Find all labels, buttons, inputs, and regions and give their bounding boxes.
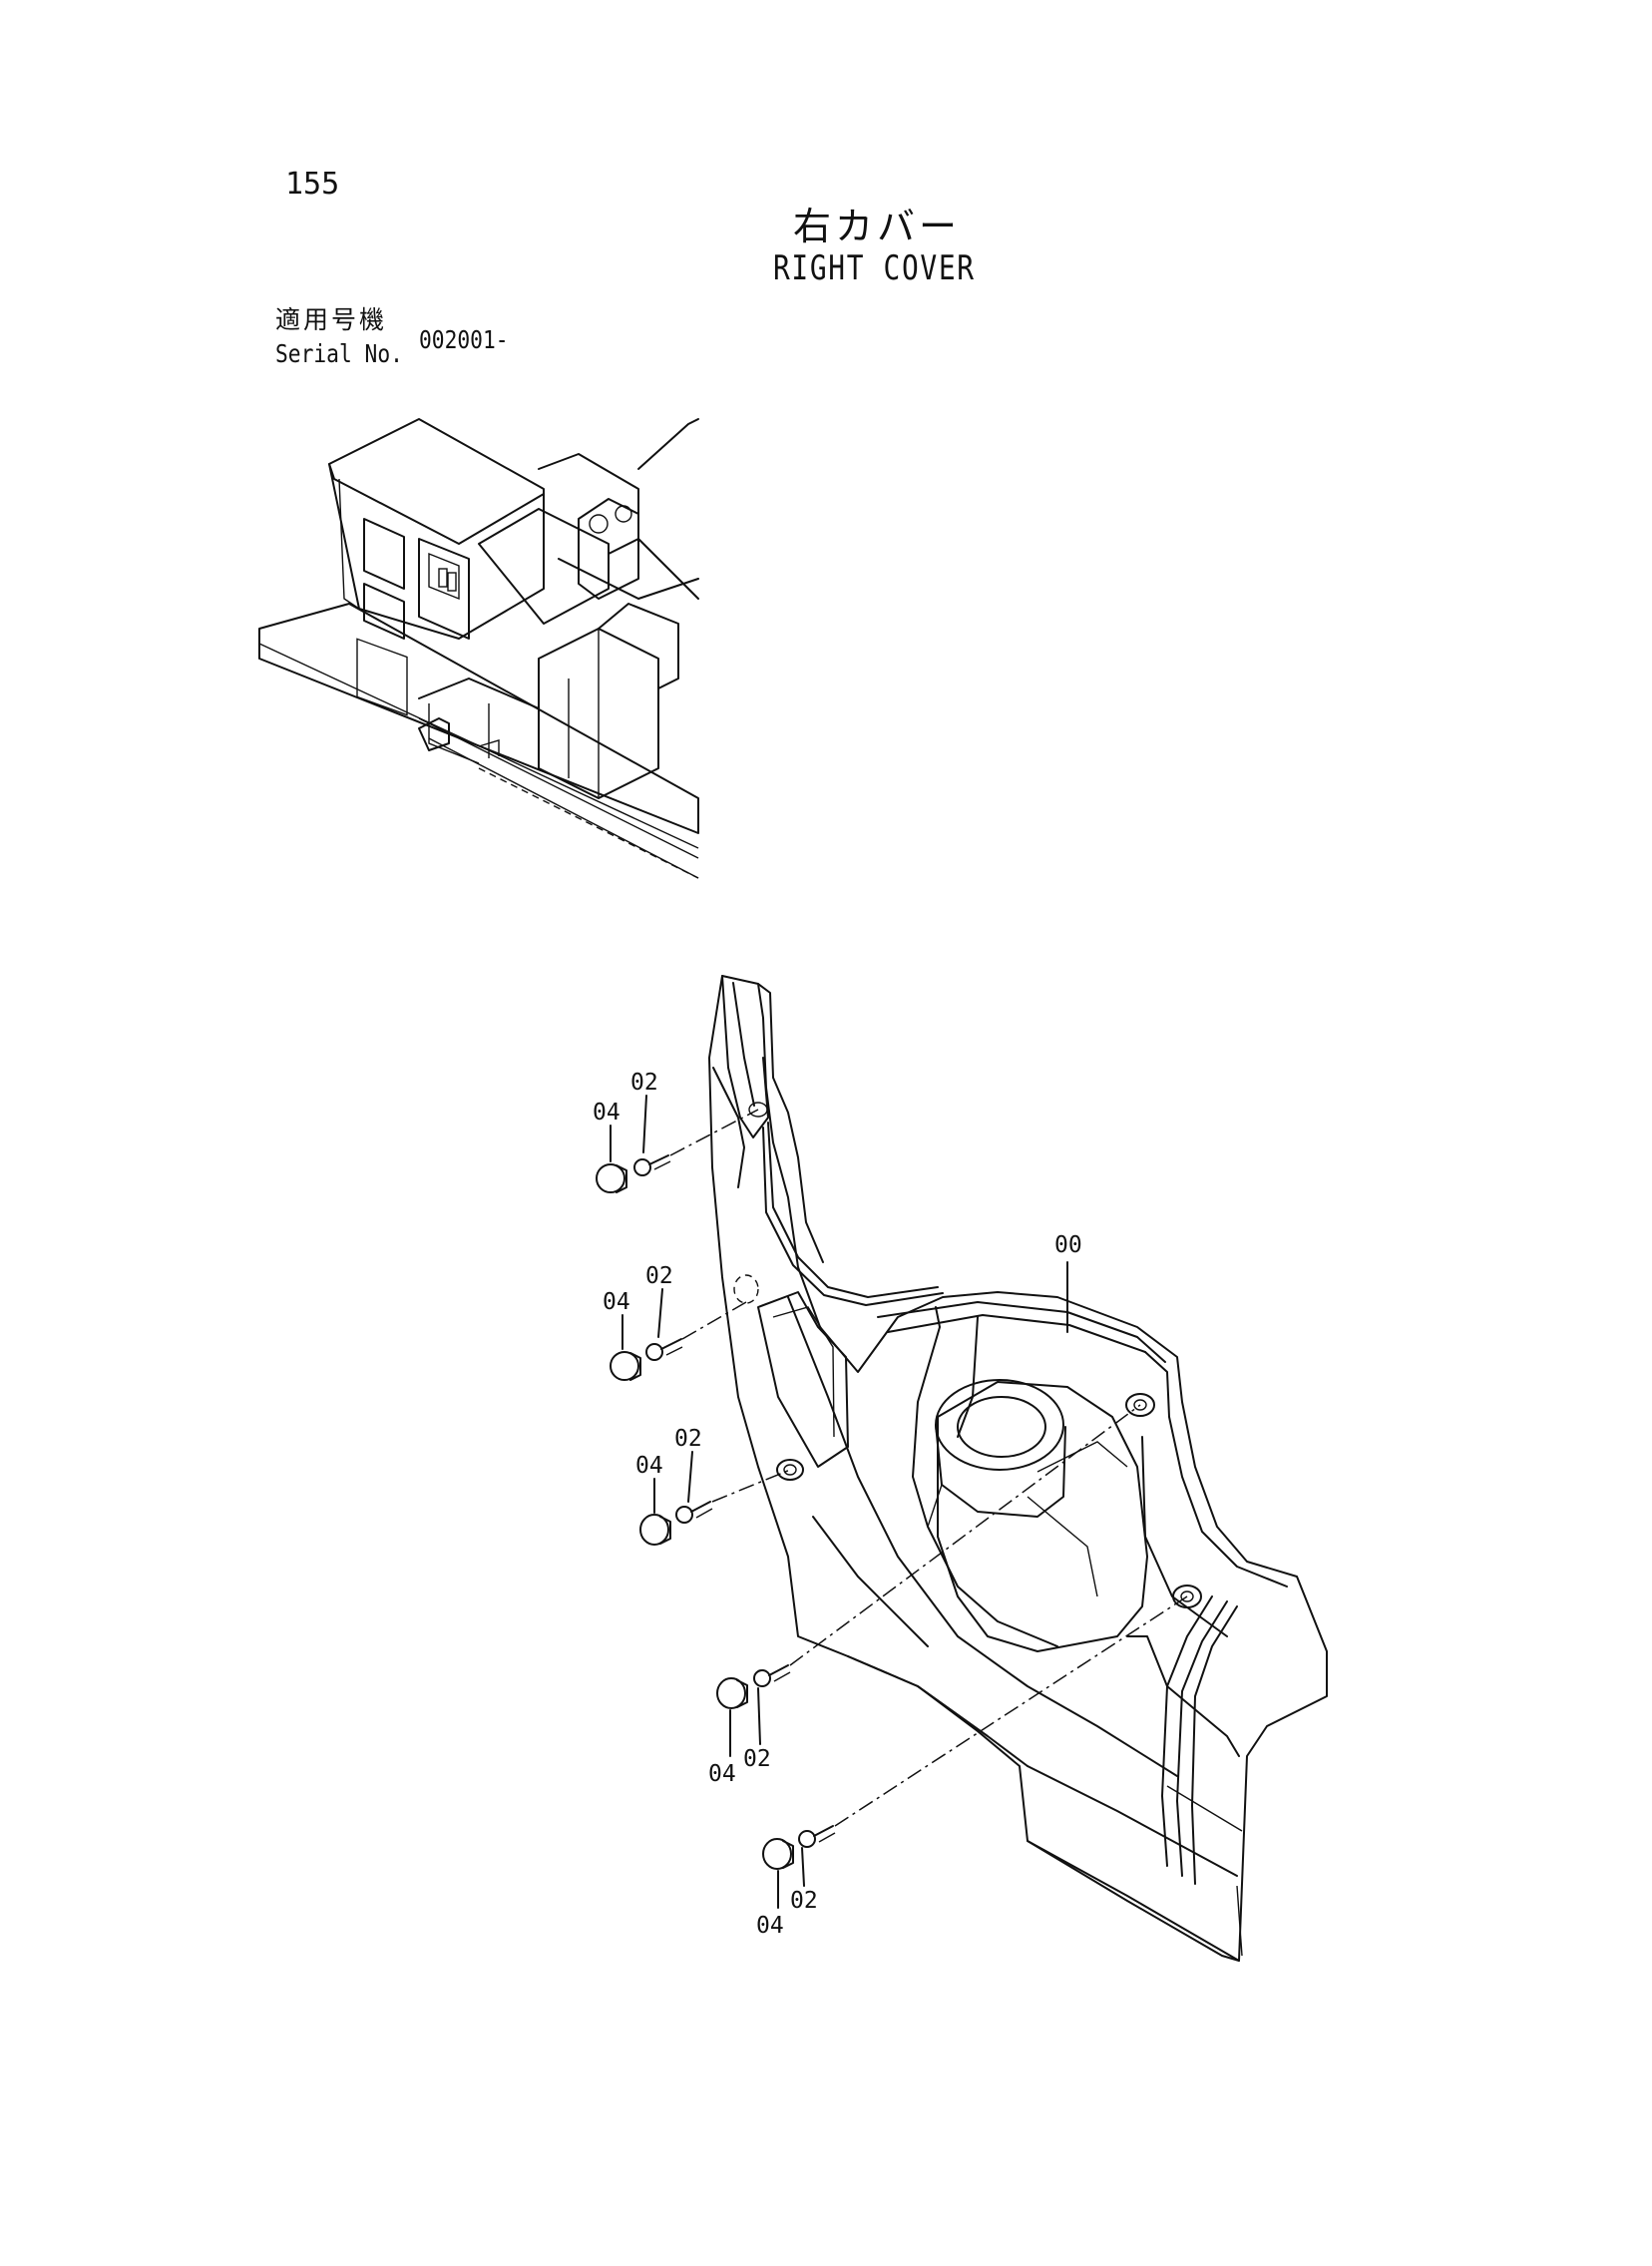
machine-location-inset <box>258 418 699 879</box>
page-title-japanese: 右カバー <box>793 205 962 248</box>
serial-label: Serial No. <box>275 339 403 368</box>
callout-04: 04 <box>708 1761 736 1787</box>
callout-04: 04 <box>593 1100 620 1126</box>
callout-02: 02 <box>645 1263 673 1289</box>
serial-label-japanese: 適用号機 <box>275 305 388 334</box>
fastener-set-4 <box>716 1404 1141 1757</box>
callout-04: 04 <box>635 1453 663 1479</box>
callout-04: 04 <box>603 1289 630 1315</box>
fastener-set-1 <box>596 1095 759 1193</box>
fastener-set-2 <box>610 1288 747 1381</box>
callout-labels: 00 02 04 02 04 02 04 02 04 02 04 <box>593 1070 1082 1939</box>
page-number: 155 <box>285 167 340 202</box>
fastener-set-3 <box>639 1451 791 1546</box>
callout-02: 02 <box>674 1426 702 1452</box>
callout-04: 04 <box>756 1913 784 1939</box>
callout-02: 02 <box>743 1746 771 1772</box>
fastener-set-5 <box>762 1595 1188 1909</box>
page-title: RIGHT COVER <box>773 248 976 288</box>
serial-value: 002001- <box>419 325 509 354</box>
callout-02: 02 <box>630 1070 658 1096</box>
callout-02: 02 <box>790 1888 818 1914</box>
right-cover-part <box>708 975 1328 1962</box>
callout-00: 00 <box>1054 1232 1082 1258</box>
